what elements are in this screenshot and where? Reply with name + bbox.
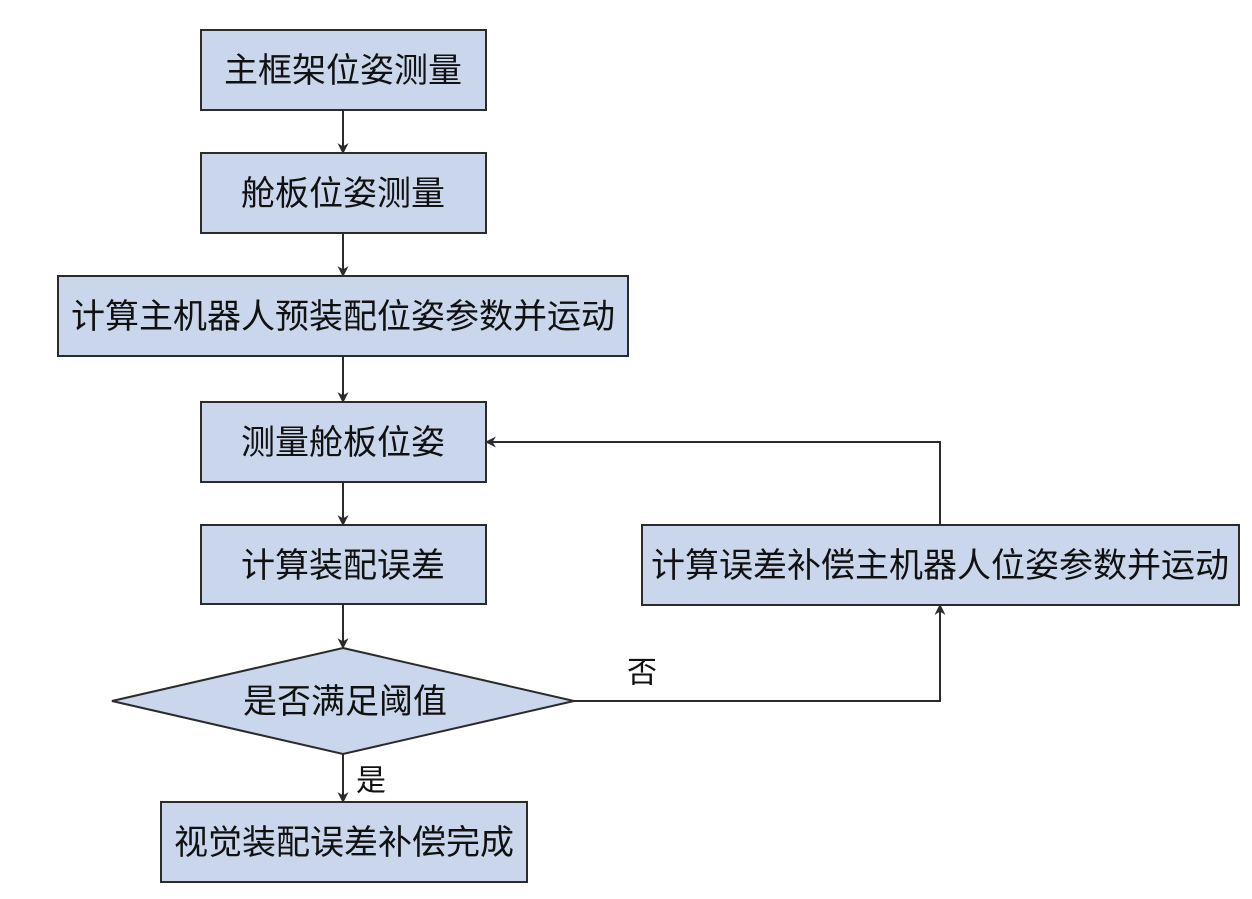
edge-label-no: 否 [627,656,657,691]
node-compensate-motion-box [641,524,1240,606]
node-measure-panel-pose: 测量舱板位姿 [200,401,487,483]
node-compensate-motion-label: 计算误差补偿主机器人位姿参数并运动 [651,546,1229,586]
node-compute-error: 计算装配误差 [200,524,487,605]
node-compute-pre-assembly-box [57,275,629,357]
node-compute-pre-assembly: 计算主机器人预装配位姿参数并运动 [57,275,629,357]
node-threshold-check: 是否满足阈值 [111,646,575,756]
node-panel-pose-label: 舱板位姿测量 [241,174,445,214]
edge-compensate-to-measure-loop [484,436,941,525]
node-measure-panel-pose-box [200,401,487,483]
edge-threshold-to-compensate-no [574,603,946,702]
node-main-frame-pose-box [200,29,487,111]
edges [337,110,946,804]
node-main-frame-pose: 主框架位姿测量 [200,29,487,111]
node-complete: 视觉装配误差补偿完成 [160,801,528,883]
node-compute-error-label: 计算装配误差 [241,546,445,586]
node-measure-panel-pose-label: 测量舱板位姿 [241,423,445,463]
edge-label-yes: 是 [356,764,386,799]
node-compute-error-box [200,524,487,605]
node-compensate-motion: 计算误差补偿主机器人位姿参数并运动 [641,524,1240,606]
node-main-frame-pose-label: 主框架位姿测量 [224,51,462,91]
node-panel-pose-box [200,152,487,234]
node-complete-box [160,801,528,883]
node-threshold-check-label: 是否满足阈值 [243,682,447,722]
node-threshold-check-diamond [111,646,575,756]
node-compute-pre-assembly-label: 计算主机器人预装配位姿参数并运动 [71,297,615,337]
node-complete-label: 视觉装配误差补偿完成 [174,823,514,863]
node-panel-pose: 舱板位姿测量 [200,152,487,234]
